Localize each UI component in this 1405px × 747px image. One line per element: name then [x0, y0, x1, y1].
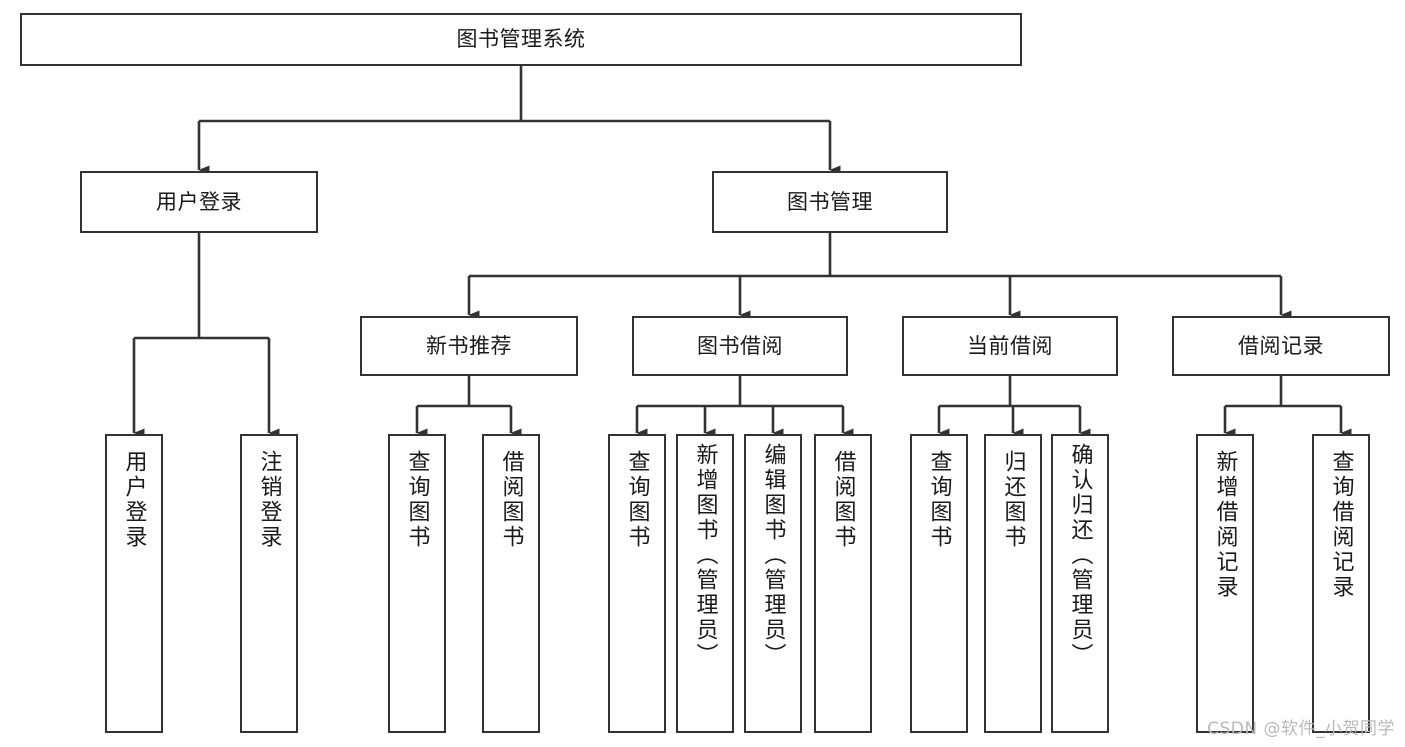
node-label: 查询图书	[926, 449, 952, 550]
node-label: 图书管理	[787, 189, 873, 214]
node-label: 查询图书	[624, 449, 650, 550]
node-label: 新增图书（管理员）	[692, 443, 718, 669]
node-label: 借阅图书	[498, 449, 524, 550]
leaf-logout[interactable]: 注销登录	[240, 434, 298, 733]
node-label: 查询图书	[404, 449, 430, 550]
leaf-borrow-book-1[interactable]: 借阅图书	[482, 434, 540, 733]
csdn-watermark: CSDN @软件_小贺同学	[1207, 719, 1395, 739]
node-label: 图书借阅	[697, 333, 783, 358]
node-user-login[interactable]: 用户登录	[80, 171, 318, 233]
node-label: 用户登录	[121, 449, 147, 550]
leaf-query-book-1[interactable]: 查询图书	[388, 434, 446, 733]
leaf-add-book[interactable]: 新增图书（管理员）	[676, 434, 734, 733]
leaf-add-borrow-record[interactable]: 新增借阅记录	[1196, 434, 1254, 733]
leaf-return-book[interactable]: 归还图书	[984, 434, 1042, 733]
node-label: 编辑图书（管理员）	[760, 443, 786, 669]
leaf-user-login[interactable]: 用户登录	[105, 434, 163, 733]
leaf-borrow-book-2[interactable]: 借阅图书	[814, 434, 872, 733]
node-label: 归还图书	[1000, 449, 1026, 550]
node-root[interactable]: 图书管理系统	[20, 13, 1022, 66]
leaf-query-book-3[interactable]: 查询图书	[910, 434, 968, 733]
node-label: 用户登录	[156, 189, 242, 214]
node-label: 注销登录	[256, 449, 282, 550]
node-label: 图书管理系统	[456, 27, 586, 52]
leaf-edit-book[interactable]: 编辑图书（管理员）	[744, 434, 802, 733]
node-current-borrow[interactable]: 当前借阅	[902, 316, 1118, 376]
node-label: 新增借阅记录	[1212, 449, 1238, 600]
leaf-confirm-return[interactable]: 确认归还（管理员）	[1051, 434, 1109, 733]
node-new-book-recommend[interactable]: 新书推荐	[360, 316, 578, 376]
node-book-borrow[interactable]: 图书借阅	[632, 316, 848, 376]
node-label: 查询借阅记录	[1328, 449, 1354, 600]
node-label: 借阅记录	[1238, 333, 1324, 358]
leaf-query-borrow-record[interactable]: 查询借阅记录	[1312, 434, 1370, 733]
node-label: 确认归还（管理员）	[1067, 443, 1093, 669]
node-borrow-record[interactable]: 借阅记录	[1172, 316, 1390, 376]
node-label: 借阅图书	[830, 449, 856, 550]
node-label: 新书推荐	[426, 333, 512, 358]
node-label: 当前借阅	[967, 333, 1053, 358]
node-book-manage[interactable]: 图书管理	[712, 171, 948, 233]
leaf-query-book-2[interactable]: 查询图书	[608, 434, 666, 733]
